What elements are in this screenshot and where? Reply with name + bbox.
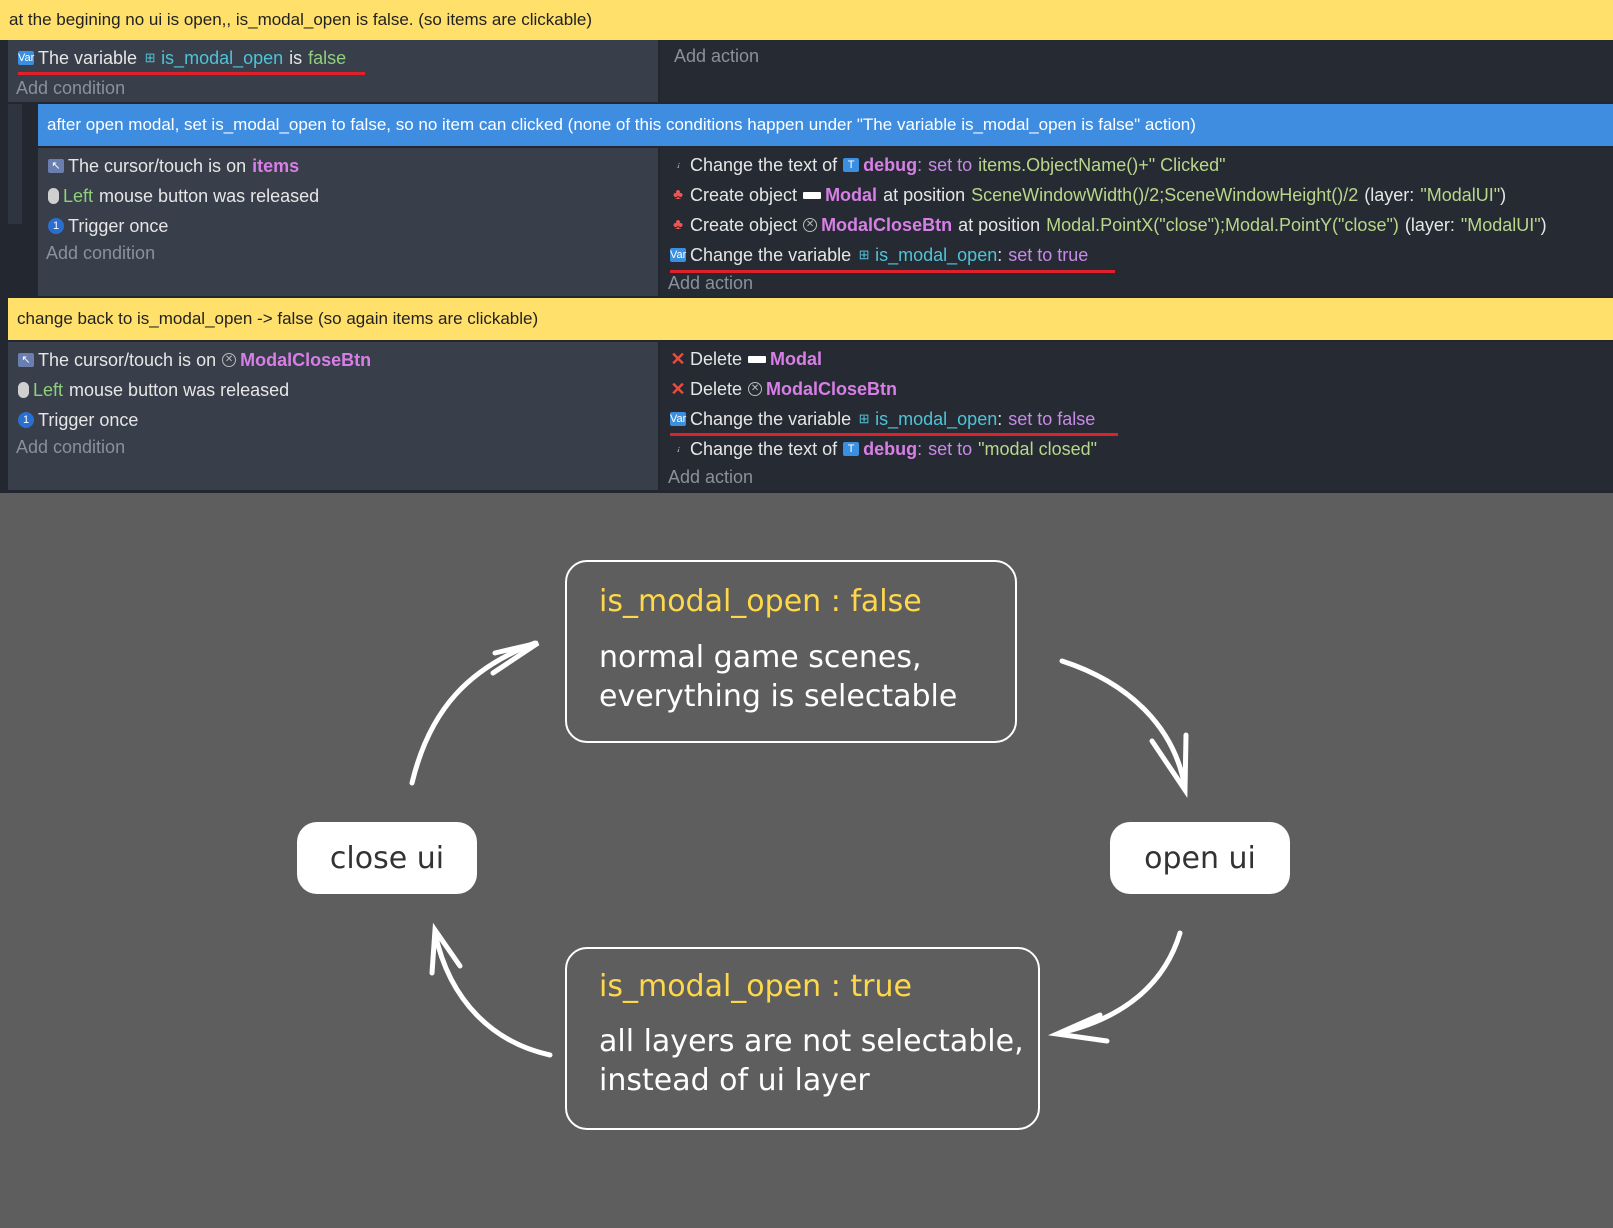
event-3[interactable]: ↖ The cursor/touch is on ✕ ModalCloseBtn…: [8, 342, 1613, 490]
text-object-icon: T: [843, 442, 860, 456]
arrow-false-to-open: [1059, 658, 1188, 791]
event-3-actions: ✕ Delete Modal ✕ Delete ✕ ModalCloseBtn …: [660, 342, 1613, 490]
text-object-icon: T: [843, 158, 860, 172]
delete-icon: ✕: [670, 349, 686, 369]
open-ui-pill: open ui: [1110, 822, 1290, 894]
action-change-text[interactable]: ꭵ Change the text of T debug : set to "m…: [670, 436, 1097, 462]
sprite-icon: [803, 191, 822, 199]
close-circle-icon: ✕: [803, 218, 818, 232]
comment-text: after open modal, set is_modal_open to f…: [47, 115, 1196, 134]
scene-variable-icon: ⊞: [144, 50, 156, 65]
state-diagram: is_modal_open : false normal game scenes…: [0, 493, 1613, 1228]
condition-variable[interactable]: Var The variable ⊞ is_modal_open is fals…: [18, 47, 347, 68]
action-delete-closebtn[interactable]: ✕ Delete ✕ ModalCloseBtn: [670, 378, 898, 399]
condition-trigger-once[interactable]: 1 Trigger once: [18, 407, 138, 433]
text-icon: ꭵ: [676, 159, 680, 171]
scene-variable-icon: ⊞: [858, 411, 870, 426]
event-1-conditions: Var The variable ⊞ is_modal_open is fals…: [8, 40, 660, 102]
event-1[interactable]: Var The variable ⊞ is_modal_open is fals…: [8, 40, 1613, 102]
comment-2[interactable]: after open modal, set is_modal_open to f…: [38, 104, 1613, 146]
add-action-link[interactable]: Add action: [668, 272, 754, 293]
cursor-icon: ↖: [18, 353, 34, 367]
red-underline: [670, 433, 1118, 436]
action-change-text[interactable]: ꭵ Change the text of T debug : set to it…: [670, 152, 1226, 178]
add-condition-link[interactable]: Add condition: [16, 77, 126, 98]
trigger-once-icon: 1: [18, 412, 34, 428]
delete-icon: ✕: [670, 379, 686, 399]
action-change-variable[interactable]: Var Change the variable ⊞ is_modal_open …: [670, 408, 1096, 429]
comment-text: at the begining no ui is open,, is_modal…: [9, 10, 593, 29]
close-circle-icon: ✕: [748, 382, 763, 396]
add-condition-link[interactable]: Add condition: [46, 242, 156, 263]
state-box-false: is_modal_open : false normal game scenes…: [565, 560, 1017, 743]
arrow-true-to-open: [1057, 930, 1183, 1036]
comment-1[interactable]: at the begining no ui is open,, is_modal…: [0, 0, 1613, 40]
trigger-once-icon: 1: [48, 218, 64, 234]
event-sheet: at the begining no ui is open,, is_modal…: [0, 0, 1613, 493]
condition-cursor-on[interactable]: ↖ The cursor/touch is on items: [48, 153, 299, 179]
condition-mouse-released[interactable]: Left mouse button was released: [48, 183, 319, 209]
variable-icon: Var: [670, 412, 687, 426]
comment-text: change back to is_modal_open -> false (s…: [17, 309, 539, 328]
cycle-arrows: [409, 640, 1189, 1058]
scene-variable-icon: ⊞: [858, 247, 870, 262]
state-box-true: is_modal_open : true all layers are not …: [565, 947, 1040, 1130]
arrow-true-to-close: [432, 930, 553, 1058]
red-underline: [670, 270, 1115, 273]
event-1-actions: Add action: [660, 40, 1613, 102]
state-desc-line1: all layers are not selectable,: [599, 1024, 1024, 1059]
add-condition-link[interactable]: Add condition: [16, 436, 126, 457]
condition-trigger-once[interactable]: 1 Trigger once: [48, 213, 168, 239]
cursor-icon: ↖: [48, 159, 64, 173]
mouse-icon: [48, 188, 59, 204]
close-ui-pill: close ui: [297, 822, 477, 894]
event-2-actions: ꭵ Change the text of T debug : set to it…: [660, 148, 1613, 296]
create-object-icon: ♣: [673, 186, 683, 203]
variable-icon: Var: [670, 248, 687, 262]
condition-cursor-on[interactable]: ↖ The cursor/touch is on ✕ ModalCloseBtn: [18, 347, 371, 373]
comment-3[interactable]: change back to is_modal_open -> false (s…: [8, 298, 1613, 340]
state-title: is_modal_open : false: [599, 584, 922, 619]
state-desc-line2: instead of ui layer: [599, 1063, 870, 1098]
event-2[interactable]: ↖ The cursor/touch is on items Left mous…: [38, 148, 1613, 296]
action-create-closebtn[interactable]: ♣ Create object ✕ ModalCloseBtn at posit…: [670, 212, 1547, 238]
add-action-link[interactable]: Add action: [674, 45, 760, 66]
text-icon: ꭵ: [676, 443, 680, 455]
event-3-conditions: ↖ The cursor/touch is on ✕ ModalCloseBtn…: [8, 342, 660, 490]
action-change-variable[interactable]: Var Change the variable ⊞ is_modal_open …: [670, 244, 1089, 265]
sub-event-indent: [8, 104, 22, 224]
event-2-conditions: ↖ The cursor/touch is on items Left mous…: [38, 148, 660, 296]
create-object-icon: ♣: [673, 216, 683, 233]
add-action-link[interactable]: Add action: [668, 466, 754, 487]
state-desc-line2: everything is selectable: [599, 679, 958, 714]
mouse-icon: [18, 382, 29, 398]
close-circle-icon: ✕: [222, 353, 237, 367]
state-desc-line1: normal game scenes,: [599, 640, 922, 675]
action-delete-modal[interactable]: ✕ Delete Modal: [670, 348, 823, 369]
state-title: is_modal_open : true: [599, 969, 912, 1004]
red-underline: [18, 72, 365, 75]
variable-icon: Var: [18, 51, 35, 65]
condition-mouse-released[interactable]: Left mouse button was released: [18, 377, 289, 403]
action-create-modal[interactable]: ♣ Create object Modal at position SceneW…: [670, 182, 1506, 208]
arrow-close-to-false: [409, 640, 538, 786]
sprite-icon: [748, 355, 767, 363]
